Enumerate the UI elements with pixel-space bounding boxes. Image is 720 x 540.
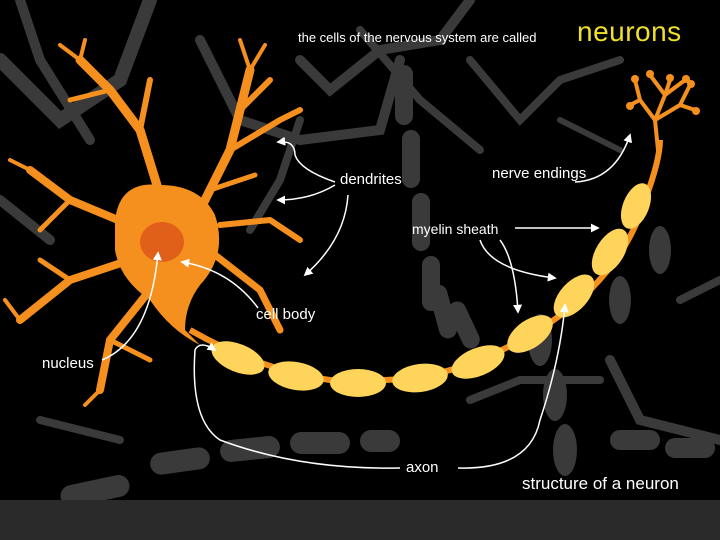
caption-structure: structure of a neuron [522,474,679,493]
nerve-ending-tree [628,73,697,152]
dendrite-tree [3,38,303,407]
label-nucleus: nucleus [42,355,94,372]
title-neurons: neurons [577,16,682,47]
bottom-bar [0,500,720,540]
nerve-ending-tips [626,70,700,115]
intro-text: the cells of the nervous system are call… [298,30,537,45]
background-axons [60,65,715,507]
background-cells [0,0,720,445]
label-axon: axon [406,459,439,476]
label-myelin-sheath: myelin sheath [412,221,499,237]
callout-arrows [101,133,632,469]
label-cell-body: cell body [256,306,316,323]
nucleus-shape [140,222,184,262]
label-nerve-endings: nerve endings [492,165,587,182]
cell-body-shape [115,184,220,345]
label-dendrites: dendrites [340,171,402,188]
myelin-segments [211,183,652,397]
